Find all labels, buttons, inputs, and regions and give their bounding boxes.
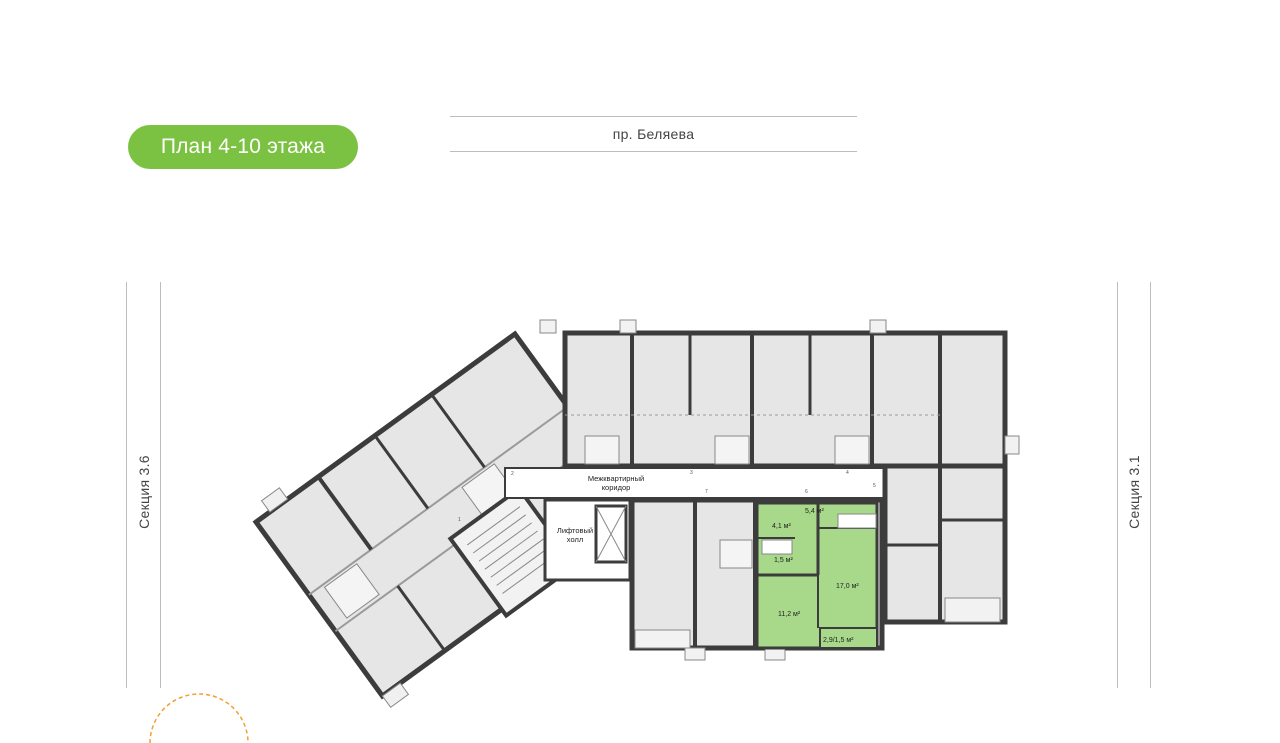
area-hallway: 5,4 м²: [805, 508, 824, 515]
area-bathroom: 1,5 м²: [774, 557, 793, 564]
corridor: [504, 467, 886, 499]
corridor-label-line1: Межквартирный: [588, 474, 644, 483]
area-kitchen-niche: 4,1 м²: [772, 523, 791, 530]
door-number: 1: [458, 517, 461, 523]
elevator-hall: [543, 498, 632, 582]
north-apartments: [539, 319, 1020, 521]
east-wing: [882, 463, 1008, 625]
highlighted-apartment[interactable]: 4,1 м² 5,4 м² 1,5 м² 17,0 м² 11,2 м² 2,9…: [755, 501, 879, 650]
door-number: 3: [690, 470, 693, 476]
section-left-line-inner: [160, 282, 161, 688]
area-balcony: 2,9/1,5 м²: [823, 637, 854, 644]
compass-arc: [149, 693, 249, 743]
door-number: 7: [705, 489, 708, 495]
area-bedroom: 11,2 м²: [778, 611, 801, 618]
elevator-label-line2: холл: [567, 535, 583, 544]
elevator-label-line1: Лифтовый: [557, 526, 593, 535]
door-number: 6: [805, 489, 808, 495]
door-numbers: 1 2 3 4 5 6 7: [458, 470, 876, 523]
door-number: 2: [511, 471, 514, 477]
street-label: пр. Беляева: [450, 116, 857, 152]
stair-core: [447, 485, 578, 619]
door-number: 5: [873, 483, 876, 489]
section-right-line-outer: [1117, 282, 1118, 688]
section-right-line-inner: [1150, 282, 1151, 688]
floor-plan-badge[interactable]: План 4-10 этажа: [128, 125, 358, 169]
section-left-line-outer: [126, 282, 127, 688]
area-living-room: 17,0 м²: [836, 583, 859, 590]
door-number: 4: [846, 470, 849, 476]
corridor-label-line2: коридор: [602, 483, 631, 492]
